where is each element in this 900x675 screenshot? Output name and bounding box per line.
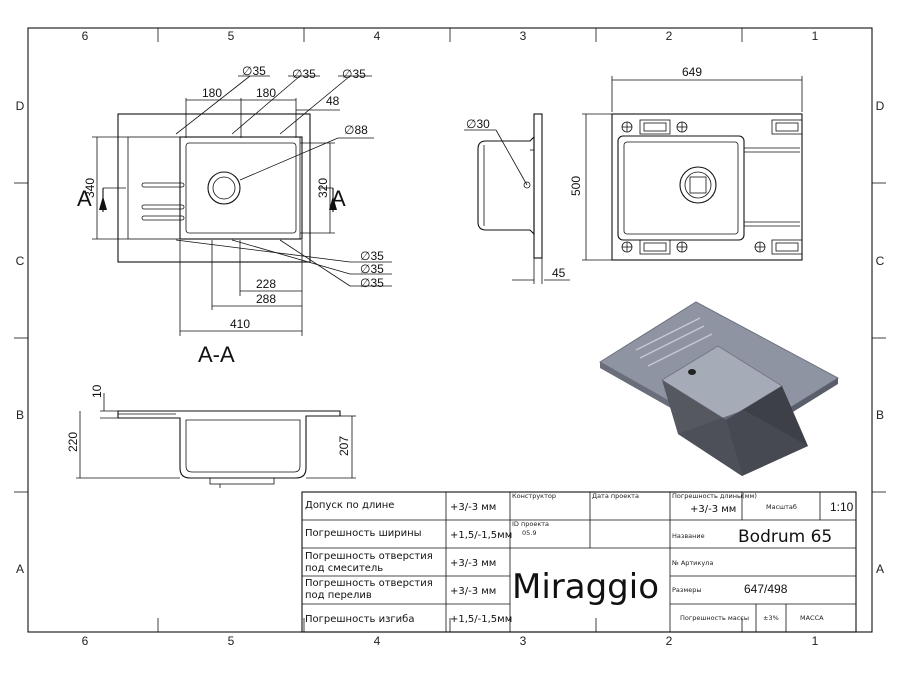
dim-45: 45 (552, 266, 566, 280)
dim-dia35-b: ∅35 (292, 67, 316, 81)
tol-overflow-hole-label-1: Погрешность отверстия (305, 578, 433, 589)
mass-error-value: ±3% (763, 614, 779, 622)
zone-row-B-right: B (876, 408, 884, 422)
tol-mixer-hole-value: +3/-3 мм (450, 558, 496, 569)
section-view (76, 393, 356, 488)
dim-dia35-d: ∅35 (360, 249, 384, 263)
tol-length-label: Допуск по длине (305, 500, 394, 511)
dim-dia35-e: ∅35 (360, 262, 384, 276)
article-label: № Артикула (671, 559, 713, 567)
zone-row-B-left: B (16, 408, 24, 422)
scale-label: Масштаб (766, 503, 797, 511)
size-label: Размеры (672, 586, 702, 594)
tol-mixer-hole-label-2: под смеситель (305, 563, 383, 574)
tol-width-value: +1,5/-1,5мм (450, 530, 512, 541)
mass-label: МАССА (800, 614, 824, 622)
size-value: 647/498 (744, 582, 788, 596)
tol-overflow-hole-value: +3/-3 мм (450, 586, 496, 597)
brand-logo: Miraggio (512, 567, 659, 607)
date-label: Дата проекта (592, 492, 639, 500)
zone-col-2-top: 2 (666, 29, 673, 43)
drain-hole (207, 171, 241, 205)
dim-340: 340 (83, 178, 97, 198)
section-title: A-A (198, 342, 235, 367)
dim-dia35-a: ∅35 (242, 64, 266, 78)
tol-mixer-hole-label-1: Погрешность отверстия (305, 551, 433, 562)
dim-180-left: 180 (202, 86, 222, 100)
section-mark-right: A (331, 186, 346, 211)
project-id-value: 05.9 (522, 529, 536, 537)
zone-row-D-right: D (876, 99, 885, 113)
zone-row-D-left: D (16, 99, 25, 113)
dim-320: 320 (316, 178, 330, 198)
section-mark-left: A (77, 186, 92, 211)
scale-value: 1:10 (830, 500, 854, 514)
zone-col-6-bottom: 6 (82, 634, 89, 648)
tol-length-value: +3/-3 мм (450, 502, 496, 513)
dim-dia30: ∅30 (466, 117, 490, 131)
tol-overflow-hole-label-2: под перелив (305, 590, 372, 601)
dim-180-right: 180 (256, 86, 276, 100)
zone-row-C-left: C (16, 254, 25, 268)
dim-48: 48 (326, 94, 340, 108)
tol-width-label: Погрешность ширины (305, 528, 422, 539)
zone-row-A-right: A (876, 562, 884, 576)
constructor-label: Конструктор (512, 492, 556, 500)
isometric-render (599, 301, 840, 476)
zone-row-A-left: A (16, 562, 24, 576)
dim-dia88: ∅88 (344, 123, 368, 137)
zone-col-6-top: 6 (82, 29, 89, 43)
dim-10: 10 (90, 384, 104, 398)
zone-col-4-bottom: 4 (374, 634, 381, 648)
dim-288: 288 (256, 292, 276, 306)
zone-col-5-bottom: 5 (228, 634, 235, 648)
length-error-value: +3/-3 мм (690, 504, 736, 515)
dim-dia35-c: ∅35 (342, 67, 366, 81)
bottom-view (582, 76, 803, 261)
dim-228: 228 (256, 277, 276, 291)
name-label: Название (672, 532, 705, 540)
mass-error-label: Погрешность массы (680, 614, 749, 622)
zone-col-1-top: 1 (812, 29, 819, 43)
dim-410: 410 (230, 317, 250, 331)
tol-bend-value: +1,5/-1,5мм (450, 614, 512, 625)
dim-220: 220 (66, 432, 80, 452)
top-view (92, 75, 392, 336)
zone-col-3-top: 3 (520, 29, 527, 43)
zone-row-C-right: C (876, 254, 885, 268)
project-id-label: ID проекта (512, 520, 549, 528)
zone-col-4-top: 4 (374, 29, 381, 43)
zone-col-5-top: 5 (228, 29, 235, 43)
tol-bend-label: Погрешность изгиба (305, 614, 414, 625)
zone-col-3-bottom: 3 (520, 634, 527, 648)
dim-500: 500 (569, 176, 583, 196)
dim-649: 649 (682, 65, 702, 79)
side-view (464, 113, 570, 284)
product-name: Bodrum 65 (738, 527, 832, 547)
length-error-label: Погрешность длины(мм) (672, 492, 757, 500)
dim-207: 207 (337, 436, 351, 456)
dim-dia35-f: ∅35 (360, 276, 384, 290)
zone-col-2-bottom: 2 (666, 634, 673, 648)
title-block (301, 491, 857, 633)
zone-col-1-bottom: 1 (812, 634, 819, 648)
